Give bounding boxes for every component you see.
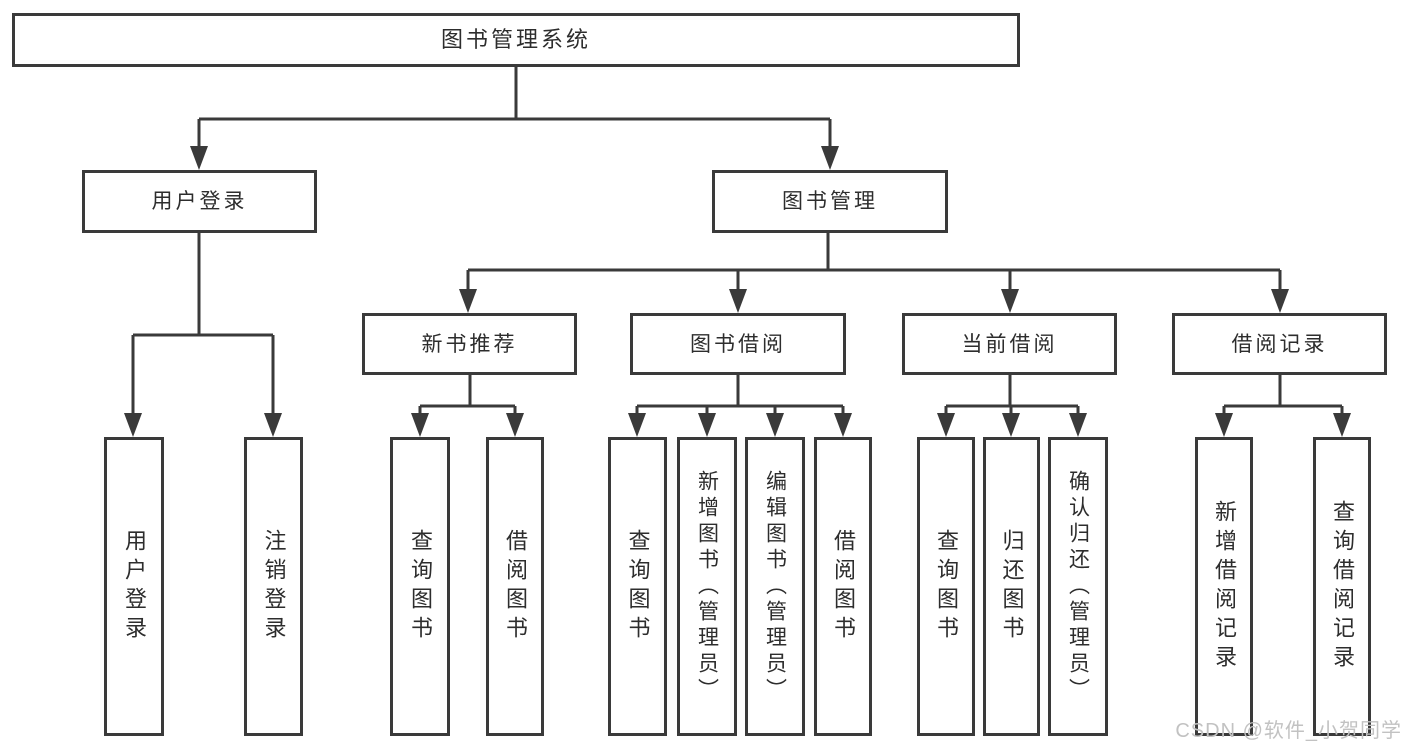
node-label: 图书借阅 xyxy=(690,332,786,356)
leaf-add-borrow-record: 新增借阅记录 xyxy=(1195,437,1253,736)
node-new-book-recommend: 新书推荐 xyxy=(362,313,577,375)
node-label: 查询图书 xyxy=(934,528,959,645)
node-label: 图书管理系统 xyxy=(440,27,591,52)
leaf-recommend-borrow-book: 借阅图书 xyxy=(486,437,544,736)
node-label: 查询图书 xyxy=(408,528,433,645)
watermark: CSDN @软件_小贺同学 xyxy=(1175,720,1402,742)
node-label: 借阅图书 xyxy=(503,528,528,645)
node-label: 用户登录 xyxy=(151,190,248,213)
node-label: 用户登录 xyxy=(122,528,147,645)
node-label: 注销登录 xyxy=(261,528,287,645)
leaf-logout: 注销登录 xyxy=(244,437,303,736)
node-label: 新书推荐 xyxy=(421,332,518,356)
leaf-current-query-book: 查询图书 xyxy=(917,437,975,736)
node-label: 图书管理 xyxy=(782,190,878,213)
leaf-borrow-book: 借阅图书 xyxy=(814,437,872,736)
node-label: 借阅记录 xyxy=(1231,332,1328,356)
leaf-user-login: 用户登录 xyxy=(104,437,164,736)
node-label: 确认归还（管理员） xyxy=(1066,469,1090,704)
node-book-management: 图书管理 xyxy=(712,170,948,233)
leaf-add-book-admin: 新增图书（管理员） xyxy=(677,437,737,736)
node-user-login: 用户登录 xyxy=(82,170,317,233)
leaf-edit-book-admin: 编辑图书（管理员） xyxy=(745,437,805,736)
node-label: 查询图书 xyxy=(625,528,651,645)
node-label: 编辑图书（管理员） xyxy=(763,469,787,704)
node-label: 新增借阅记录 xyxy=(1212,499,1237,674)
node-label: 借阅图书 xyxy=(831,528,856,645)
leaf-query-borrow-record: 查询借阅记录 xyxy=(1313,437,1371,736)
leaf-confirm-return-admin: 确认归还（管理员） xyxy=(1048,437,1108,736)
node-book-borrow: 图书借阅 xyxy=(630,313,846,375)
leaf-recommend-query-book: 查询图书 xyxy=(390,437,450,736)
node-label: 当前借阅 xyxy=(961,332,1058,356)
node-borrow-record: 借阅记录 xyxy=(1172,313,1387,375)
leaf-borrow-query-book: 查询图书 xyxy=(608,437,667,736)
node-library-system: 图书管理系统 xyxy=(12,13,1020,67)
node-current-borrow: 当前借阅 xyxy=(902,313,1117,375)
node-label: 查询借阅记录 xyxy=(1330,499,1355,674)
node-label: 新增图书（管理员） xyxy=(695,469,719,704)
leaf-return-book: 归还图书 xyxy=(983,437,1040,736)
node-label: 归还图书 xyxy=(999,528,1025,645)
